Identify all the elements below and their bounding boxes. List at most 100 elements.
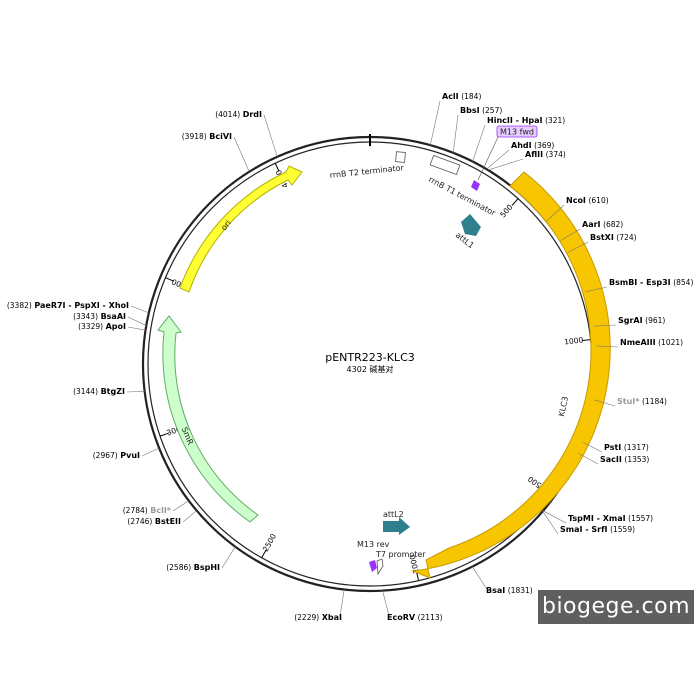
site-position: (374) [546, 150, 566, 159]
site-name: NmeAIII [620, 338, 656, 347]
site-name: DrdI [243, 110, 262, 119]
site-leader-line [452, 114, 459, 153]
tick-mark [511, 198, 519, 206]
site-position: (2586) [166, 563, 191, 572]
site-position: (369) [534, 141, 554, 150]
site-leader-line [486, 149, 510, 170]
plasmid-size: 4302 碱基对 [347, 364, 394, 374]
t7-promoter-label: T7 promoter [375, 550, 426, 559]
m13-rev-label: M13 rev [357, 540, 390, 549]
restriction-site-label: BsmBI - Esp3I (854) [609, 278, 693, 287]
site-leader-line [182, 510, 197, 523]
site-position: (1559) [610, 525, 635, 534]
watermark-box [538, 590, 694, 624]
site-position: (3144) [73, 387, 98, 396]
site-leader-line [172, 500, 189, 512]
site-leader-line [339, 589, 345, 617]
m13-fwd-marker [471, 180, 480, 191]
site-name: StuI* [617, 397, 640, 406]
site-leader-line [382, 590, 390, 617]
site-position: (854) [673, 278, 693, 287]
backbone-outer [141, 135, 599, 593]
site-leader-line [126, 390, 145, 393]
restriction-site-label: SacII (1353) [600, 455, 649, 464]
restriction-site-label: TspMI - XmaI (1557) [568, 514, 653, 523]
attl2-arrow [383, 517, 410, 535]
site-leader-line [546, 204, 565, 222]
rrnb-t1-box [429, 155, 461, 175]
restriction-site-label: AarI (682) [582, 220, 623, 229]
restriction-site-label: (2229) XbaI [294, 613, 342, 622]
site-leader-line [127, 326, 146, 331]
site-position: (3918) [182, 132, 207, 141]
site-leader-line [578, 453, 599, 465]
restriction-site-label: (3144) BtgZI [73, 387, 125, 396]
site-leader-line [263, 114, 278, 157]
restriction-site-label: BstXI (724) [590, 233, 637, 242]
site-position: (321) [545, 116, 565, 125]
tick-mark [159, 432, 169, 437]
site-name: ApoI [106, 322, 126, 331]
site-position: (682) [603, 220, 623, 229]
tick-label: 2500 [261, 532, 278, 553]
restriction-site-label: NcoI (610) [566, 196, 609, 205]
restriction-site-layer: AclI (184) BbsI (257)HincII - HpaI (321) A… [7, 92, 694, 622]
site-leader-line [130, 305, 149, 314]
site-leader-line [542, 511, 559, 535]
site-leader-line [582, 442, 603, 453]
site-position: (257) [482, 106, 502, 115]
site-name: BstEII [155, 517, 181, 526]
site-leader-line [585, 286, 608, 293]
site-name: AclI [442, 92, 459, 101]
tick-mark [165, 277, 174, 282]
site-leader-line [472, 124, 486, 162]
tick-label: 2000 [408, 554, 421, 575]
site-leader-line [487, 158, 524, 171]
site-position: (2784) [123, 506, 148, 515]
m13-fwd-label: M13 fwd [500, 128, 534, 137]
site-leader-line [596, 345, 619, 348]
site-position: (2229) [294, 613, 319, 622]
site-position: (2746) [127, 517, 152, 526]
site-name: SgrAI [618, 316, 643, 325]
site-name: AarI [582, 220, 601, 229]
site-name: BstXI [590, 233, 614, 242]
tick-mark [581, 339, 591, 342]
site-leader-line [594, 399, 616, 407]
site-leader-line [543, 510, 567, 524]
restriction-site-label: BsaI (1831) [486, 586, 533, 595]
site-position: (610) [588, 196, 608, 205]
site-position: (1184) [642, 397, 667, 406]
rrnb-t1-label: rrnB T1 terminator [427, 175, 498, 218]
restriction-site-label: (3918) BciVI [182, 132, 232, 141]
restriction-site-label: (4014) DrdI [215, 110, 262, 119]
site-name: NcoI [566, 196, 586, 205]
m13-rev-marker [369, 560, 377, 572]
restriction-site-label: HincII - HpaI (321) [487, 116, 565, 125]
restriction-site-label: (2586) BspHI [166, 563, 220, 572]
site-position: (2967) [93, 451, 118, 460]
site-position: (1353) [624, 455, 649, 464]
site-name: BsaI [486, 586, 505, 595]
site-leader-line [567, 241, 589, 253]
site-leader-line [141, 447, 160, 457]
site-name: BtgZI [101, 387, 125, 396]
site-name: HincII - HpaI [487, 116, 543, 125]
site-name: BciVI [209, 132, 232, 141]
restriction-site-label: BbsI (257) [460, 106, 502, 115]
restriction-site-label: (2746) BstEII [127, 517, 181, 526]
site-name: BsmBI - Esp3I [609, 278, 671, 287]
attl2-label: attL2 [383, 510, 404, 519]
site-name: EcoRV [387, 613, 416, 622]
site-name: PvuI [120, 451, 140, 460]
site-position: (1317) [624, 443, 649, 452]
klc3-label: KLC3 [557, 396, 570, 418]
restriction-site-label: (3329) ApoI [78, 322, 126, 331]
restriction-site-label: AclI (184) [442, 92, 481, 101]
site-leader-line [221, 546, 236, 569]
site-position: (724) [616, 233, 636, 242]
restriction-site-label: PstI (1317) [604, 443, 649, 452]
watermark-text: biogege.com [541, 594, 691, 619]
rrnb-t2-label: rrnB T2 terminator [329, 163, 405, 180]
site-leader-line [593, 324, 617, 327]
